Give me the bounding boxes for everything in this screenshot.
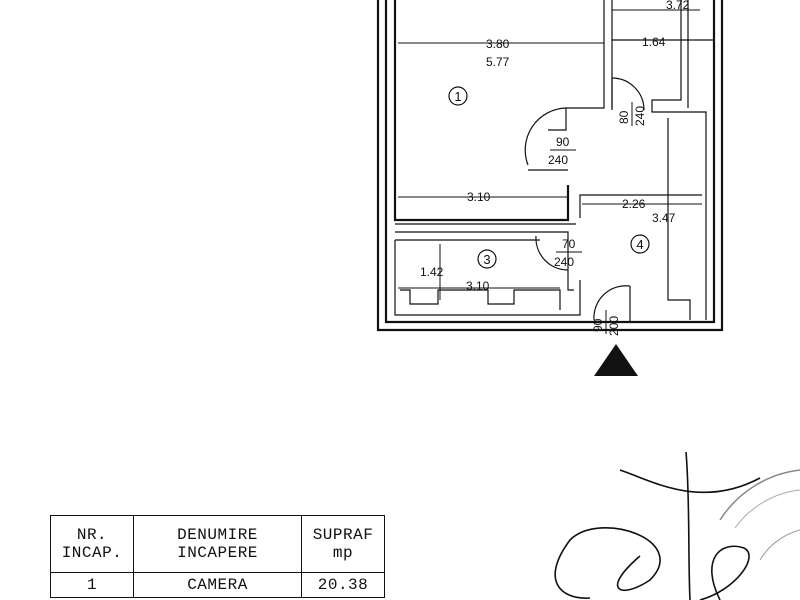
header-room-number: NR. INCAP.: [50, 515, 134, 573]
room-number-3: 3: [483, 252, 490, 267]
header-area: SUPRAF mp: [301, 515, 385, 573]
dim-room3-depth: 1.42: [420, 265, 444, 279]
door-3-top: 70: [562, 237, 576, 251]
dim-room1-width: 3.80: [486, 37, 510, 51]
door-3-bottom: 240: [554, 255, 574, 269]
room-1-walls: [393, 0, 613, 225]
dim-top-right-width: 3.72: [666, 0, 690, 12]
dim-room1-bottom-width: 3.10: [467, 190, 491, 204]
legend-row: 1 CAMERA 20.38: [50, 572, 385, 598]
door-2-bottom: 240: [548, 153, 568, 167]
door-labels: 80 240 90 240 70 240 90 200: [548, 102, 647, 336]
dim-room4-width: 2.26: [622, 197, 646, 211]
room-number-1: 1: [454, 89, 461, 104]
dimension-lines: [398, 9, 712, 300]
signature: [554, 451, 761, 600]
legend-cell-name: CAMERA: [133, 572, 302, 598]
outer-walls: [376, 0, 724, 332]
header-room-name: DENUMIRE INCAPERE: [133, 515, 302, 573]
room-number-4: 4: [636, 237, 643, 252]
room-3-walls: [394, 194, 702, 316]
dimension-labels: 3.72 3.80 5.77 1.64 3.10 2.26 3.47 1.42 …: [420, 0, 690, 293]
door-1-top: 80: [617, 110, 631, 124]
door-2-top: 90: [556, 135, 570, 149]
room-number-markers: 1 3 4: [448, 86, 650, 269]
dim-corridor-width: 1.64: [642, 35, 666, 49]
dim-room4-length: 3.47: [652, 211, 676, 225]
door-1-bottom: 240: [633, 106, 647, 126]
stamp: [719, 469, 800, 561]
legend-cell-area: 20.38: [301, 572, 385, 598]
door-4-bottom: 200: [607, 316, 621, 336]
legend-header-row: NR. INCAP. DENUMIRE INCAPERE SUPRAF mp: [50, 515, 385, 573]
dim-room3-width: 3.10: [466, 279, 490, 293]
door-4-top: 90: [591, 318, 605, 332]
dim-room1-length: 5.77: [486, 55, 510, 69]
room-legend-table: NR. INCAP. DENUMIRE INCAPERE SUPRAF mp 1…: [50, 515, 385, 598]
legend-cell-nr: 1: [50, 572, 134, 598]
entrance-arrow-icon: [594, 344, 638, 376]
door-arcs: [524, 77, 645, 322]
